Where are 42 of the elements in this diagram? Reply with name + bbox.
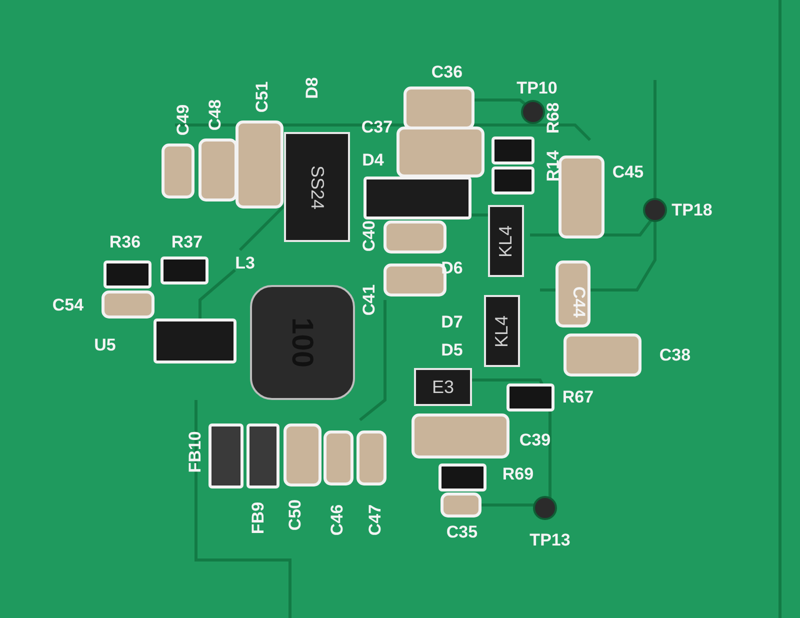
reference-designator: D8 bbox=[304, 77, 320, 99]
reference-designator: D4 bbox=[362, 152, 384, 168]
reference-designator: TP10 bbox=[516, 80, 558, 96]
reference-designator: R67 bbox=[562, 388, 594, 406]
reference-designator: R36 bbox=[109, 234, 141, 250]
reference-designator: TP13 bbox=[530, 532, 570, 548]
transistor-component bbox=[484, 295, 520, 367]
reference-designator: C41 bbox=[360, 284, 378, 316]
diode-component bbox=[284, 132, 350, 242]
reference-designator: C38 bbox=[659, 346, 691, 364]
reference-designator: R68 bbox=[544, 102, 562, 134]
reference-designator: D5 bbox=[441, 342, 463, 358]
reference-designator: C36 bbox=[431, 64, 463, 80]
reference-designator: C45 bbox=[612, 164, 644, 180]
reference-designator: C49 bbox=[174, 104, 192, 136]
reference-designator: R69 bbox=[502, 466, 534, 482]
part-marking: E3 bbox=[432, 376, 454, 398]
reference-designator: C50 bbox=[286, 499, 304, 531]
reference-designator: C35 bbox=[446, 524, 478, 540]
reference-designator: C37 bbox=[361, 118, 393, 136]
reference-designator: U5 bbox=[94, 336, 116, 354]
transistor-component bbox=[488, 205, 524, 277]
part-marking: SS24 bbox=[306, 164, 328, 210]
inductor-component bbox=[250, 285, 355, 400]
reference-designator: C54 bbox=[52, 296, 84, 314]
part-marking: KL4 bbox=[494, 224, 516, 258]
diode-component bbox=[414, 368, 472, 406]
part-marking: KL4 bbox=[490, 314, 512, 348]
reference-designator: TP18 bbox=[672, 202, 712, 218]
reference-designator: FB10 bbox=[186, 431, 204, 473]
reference-designator: C48 bbox=[206, 99, 224, 131]
reference-designator: C46 bbox=[328, 504, 346, 536]
reference-designator: D7 bbox=[441, 314, 463, 330]
reference-designator: L3 bbox=[235, 254, 255, 272]
reference-designator: C44 bbox=[570, 286, 588, 318]
reference-designator: FB9 bbox=[250, 502, 266, 534]
reference-designator: C47 bbox=[366, 504, 384, 536]
reference-designator: R37 bbox=[171, 234, 203, 250]
reference-designator: C51 bbox=[254, 81, 270, 113]
reference-designator: R14 bbox=[544, 150, 562, 182]
reference-designator: C39 bbox=[519, 432, 551, 448]
reference-designator: C40 bbox=[360, 220, 378, 252]
